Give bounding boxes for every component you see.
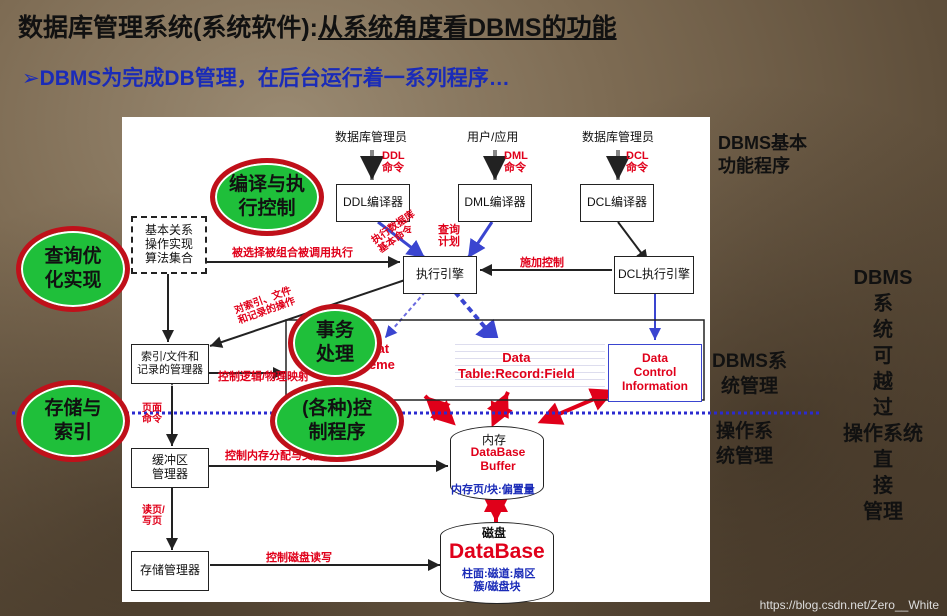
disk-cylinder bbox=[440, 522, 554, 604]
dbms-mgmt-label: DBMS系 统管理 bbox=[712, 351, 787, 397]
disk-name: DataBase bbox=[449, 540, 545, 563]
data-table-thumbnail bbox=[455, 338, 605, 388]
dcl-compiler-box: DCL编译器 bbox=[580, 184, 654, 222]
side-word-4: 越 bbox=[873, 371, 893, 393]
side-word-6: 操作系统 bbox=[843, 423, 923, 445]
side-word-9: 管理 bbox=[863, 501, 903, 523]
side-word-3: 可 bbox=[873, 345, 893, 367]
dml-compiler-box: DML编译器 bbox=[458, 184, 532, 222]
exec-engine-box: 执行引擎 bbox=[403, 256, 477, 294]
oval-compile-exec: 编译与执 行控制 bbox=[210, 158, 324, 236]
dcl-exec-box: DCL执行引擎 bbox=[614, 256, 694, 294]
label-apply-control: 施加控制 bbox=[520, 257, 564, 269]
buffer-manager-box: 缓冲区 管理器 bbox=[131, 448, 209, 488]
disk-sub: 柱面:磁道:扇区 簇/磁盘块 bbox=[462, 568, 536, 594]
memory-name: DataBase Buffer bbox=[470, 445, 526, 473]
page-title: 数据库管理系统(系统软件):从系统角度看DBMS的功能 bbox=[18, 8, 617, 44]
dcl-to-exec bbox=[617, 221, 649, 263]
ddl-cmd-label: DDL 命令 bbox=[382, 150, 405, 175]
data-table-text: Data Table:Record:Field bbox=[458, 350, 575, 381]
side-word-8: 接 bbox=[873, 475, 893, 497]
memory-sub: 内存页/块:偏置量 bbox=[451, 484, 535, 496]
engine-to-format bbox=[384, 291, 426, 339]
dba-right-label: 数据库管理员 bbox=[582, 130, 655, 144]
ddl-to-engine bbox=[377, 220, 426, 260]
memory-cylinder bbox=[450, 426, 544, 500]
engine-to-data bbox=[453, 290, 502, 347]
mem-control-link bbox=[537, 388, 616, 425]
os-mgmt-label: 操作系 统管理 bbox=[716, 421, 774, 467]
mem-data-link bbox=[487, 391, 513, 428]
oval-transaction: 事务 处理 bbox=[288, 304, 382, 382]
dcl-cmd-label: DCL 命令 bbox=[626, 150, 649, 175]
title-underlined: 从系统角度看DBMS的功能 bbox=[317, 14, 617, 42]
oval-control-programs: (各种)控 制程序 bbox=[270, 380, 404, 462]
label-read-write-page: 读页/ 写页 bbox=[142, 505, 165, 527]
storage-manager-box: 存储管理器 bbox=[131, 551, 209, 591]
dml-to-engine bbox=[466, 221, 494, 259]
disk-title: 磁盘 bbox=[482, 526, 507, 540]
dml-cmd-label: DML 命令 bbox=[504, 150, 528, 175]
dba-left-label: 数据库管理员 bbox=[335, 130, 408, 144]
page-subtitle: ➢DBMS为完成DB管理，在后台运行着一系列程序… bbox=[22, 67, 510, 90]
label-page-cmd: 页面 命令 bbox=[142, 403, 162, 425]
label-disk-rw: 控制磁盘读写 bbox=[266, 552, 332, 564]
oval-storage-index: 存储与 索引 bbox=[16, 380, 130, 462]
side-word-5: 过 bbox=[873, 397, 893, 419]
watermark: https://blog.csdn.net/Zero__White bbox=[759, 598, 939, 612]
data-control-box: Data Control Information bbox=[608, 344, 702, 402]
dbms-bypass-os-label: DBMS 系 统 可 越 过 操作系统 直 接 管理 bbox=[838, 265, 928, 525]
side-word-2: 统 bbox=[873, 319, 893, 341]
label-logic-physical: 控制逻辑/物理映射 bbox=[218, 371, 310, 383]
user-app-label: 用户/应用 bbox=[467, 130, 519, 144]
dbms-basic-label: DBMS基本 功能程序 bbox=[718, 133, 807, 177]
memory-title: 内存 bbox=[482, 433, 507, 447]
side-word-1: 系 bbox=[873, 293, 893, 315]
ddl-compiler-box: DDL编译器 bbox=[336, 184, 410, 222]
relational-ops-box: 基本关系 操作实现 算法集合 bbox=[131, 216, 207, 274]
oval-query-opt: 查询优 化实现 bbox=[16, 226, 130, 312]
label-called: 被选择被组合被调用执行 bbox=[232, 247, 353, 259]
index-manager-box: 索引/文件和 记录的管理器 bbox=[131, 344, 209, 384]
data-region-frame bbox=[285, 319, 705, 401]
side-word-0: DBMS bbox=[853, 267, 913, 289]
label-query-plan: 查询 计划 bbox=[438, 224, 460, 249]
side-word-7: 直 bbox=[873, 449, 893, 471]
title-main: 数据库管理系统(系统软件): bbox=[18, 14, 318, 42]
